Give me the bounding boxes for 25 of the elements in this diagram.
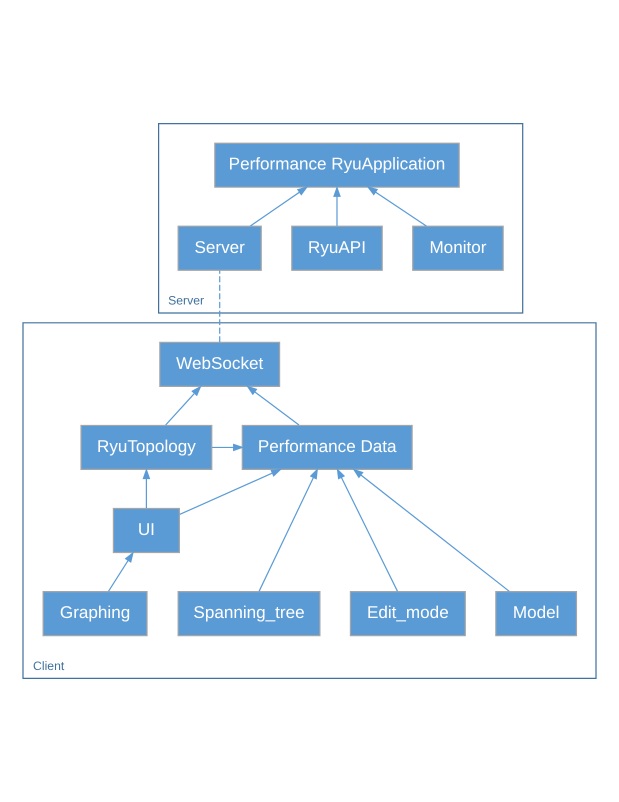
- arrow: [258, 468, 318, 592]
- node-box: RyuTopology: [80, 424, 212, 470]
- node-box: Performance Data: [242, 424, 413, 470]
- node-box: UI: [112, 508, 180, 554]
- node-box: Model: [495, 590, 578, 636]
- node-box: Performance RyuApplication: [214, 142, 460, 188]
- connector: [219, 270, 220, 342]
- node-box: Server: [178, 226, 262, 271]
- arrow: [142, 468, 150, 508]
- arrow: [246, 386, 300, 426]
- arrow: [366, 186, 427, 227]
- node-box: WebSocket: [159, 342, 280, 387]
- node-box: RyuAPI: [291, 226, 383, 271]
- arrow: [165, 386, 202, 426]
- arrow: [250, 186, 308, 227]
- arrow: [336, 468, 398, 592]
- arrow: [179, 468, 282, 516]
- node-box: Monitor: [412, 226, 504, 271]
- arrow: [108, 552, 134, 592]
- node-box: Spanning_tree: [178, 590, 320, 636]
- node-box: Edit_mode: [350, 590, 466, 636]
- arrow: [333, 186, 341, 226]
- node-box: Graphing: [42, 590, 148, 636]
- arrow: [352, 468, 510, 592]
- arrow: [212, 444, 244, 452]
